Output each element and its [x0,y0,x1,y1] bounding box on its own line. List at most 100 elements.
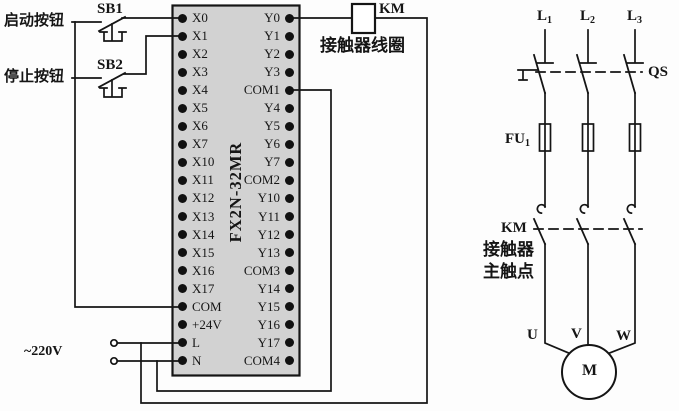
terminal-dot [178,85,187,95]
contactor-caption-line1: 接触器 [483,240,534,259]
terminal-dot [285,302,294,312]
terminal-x15: X15 [178,244,260,262]
terminal-x2: X2 [178,45,260,63]
qs-disconnect-switch [517,29,644,95]
terminal-dot [178,302,187,312]
terminal-com4: COM4 [212,352,294,370]
terminal-x16: X16 [178,262,260,280]
input-common-wire [74,21,184,308]
start-button-label: 启动按钮 [4,13,65,29]
pushbutton-sb2-symbol [71,35,184,98]
terminal-x1: X1 [178,27,260,45]
terminal-dot [178,175,187,185]
motor-symbol [544,243,636,400]
terminal-x6: X6 [178,117,260,135]
terminal-y12: Y12 [212,226,294,244]
terminal-x17: X17 [178,280,260,298]
terminal-dot [178,121,187,131]
terminal-dot [178,212,187,222]
qs-handle [517,69,539,81]
terminal-x0: X0 [178,9,260,27]
terminal-x5: X5 [178,99,260,117]
coil-caption: 接触器线圈 [320,36,405,55]
terminal-dot [285,320,294,330]
terminal-dot [178,230,187,240]
plc-input-terminal-column: X0 X1 X2 X3 X4 X5 X6 X7 X10 X11 X12 X13 … [178,9,260,370]
terminal-y17: Y17 [212,334,294,352]
terminal-x10: X10 [178,153,260,171]
phase-l3-label: L3 [627,8,643,26]
terminal-y2: Y2 [212,45,294,63]
pushbutton-sb1-symbol [71,15,184,42]
terminal-y1: Y1 [212,27,294,45]
output-coil-wiring [140,2,428,404]
terminal-y0: Y0 [212,9,294,27]
terminal-x3: X3 [178,63,260,81]
terminal-dot [285,230,294,240]
terminal-y3: Y3 [212,63,294,81]
terminal-dot [285,338,294,348]
terminal-dot [285,85,294,95]
terminal-y16: Y16 [212,316,294,334]
terminal-dot [285,13,294,23]
terminal-x11: X11 [178,171,260,189]
terminal-y7: Y7 [212,153,294,171]
fu1-label: FU1 [505,131,530,149]
terminal-dot [285,49,294,59]
plc-output-terminal-column: Y0 Y1 Y2 Y3 COM1 Y4 Y5 Y6 Y7 COM2 Y10 Y1… [212,9,294,370]
terminal-dot [285,356,294,366]
fuse-symbols [538,92,642,208]
terminal-com: COM [178,298,260,316]
phase-l1-label: L1 [537,8,553,26]
km-coil-box [350,2,377,35]
terminal-dot [178,13,187,23]
sb1-label: SB1 [97,1,123,17]
terminal-dot [178,320,187,330]
terminal-dot [178,31,187,41]
terminal-y6: Y6 [212,135,294,153]
terminal-y15: Y15 [212,298,294,316]
terminal-y4: Y4 [212,99,294,117]
terminal-dot [178,193,187,203]
km-coil-label: KM [379,1,405,17]
motor-phase-u-label: U [527,327,538,343]
terminal-dot [178,266,187,276]
terminal-y14: Y14 [212,280,294,298]
terminal-dot [285,121,294,131]
terminal-x14: X14 [178,226,260,244]
terminal-dot [285,175,294,185]
terminal-dot [285,103,294,113]
terminal-n: N [178,352,260,370]
terminal-dot [178,284,187,294]
terminal-x12: X12 [178,189,260,207]
motor-phase-w-label: W [616,328,631,344]
supply-voltage-label: ~220V [24,344,63,359]
terminal-com1: COM1 [212,81,294,99]
terminal-dot [285,248,294,258]
terminal-dot [285,266,294,276]
terminal-dot [285,139,294,149]
terminal-dot [178,49,187,59]
plc-body [171,4,301,377]
terminal-x4: X4 [178,81,260,99]
terminal-y5: Y5 [212,117,294,135]
terminal-dot [285,157,294,167]
terminal-dot [178,67,187,77]
stop-button-label: 停止按钮 [4,69,65,85]
terminal-l: L [178,334,260,352]
contactor-caption-line2: 主触点 [483,262,534,281]
terminal-x7: X7 [178,135,260,153]
terminal-dot [178,157,187,167]
terminal-y13: Y13 [212,244,294,262]
qs-label: QS [648,64,669,80]
terminal-dot [285,31,294,41]
terminal-dot [178,103,187,113]
terminal-x13: X13 [178,208,260,226]
sb2-label: SB2 [97,57,123,73]
supply-terminals [109,338,184,366]
motor-m-label: M [582,362,598,379]
terminal-y10: Y10 [212,189,294,207]
terminal-dot [285,284,294,294]
